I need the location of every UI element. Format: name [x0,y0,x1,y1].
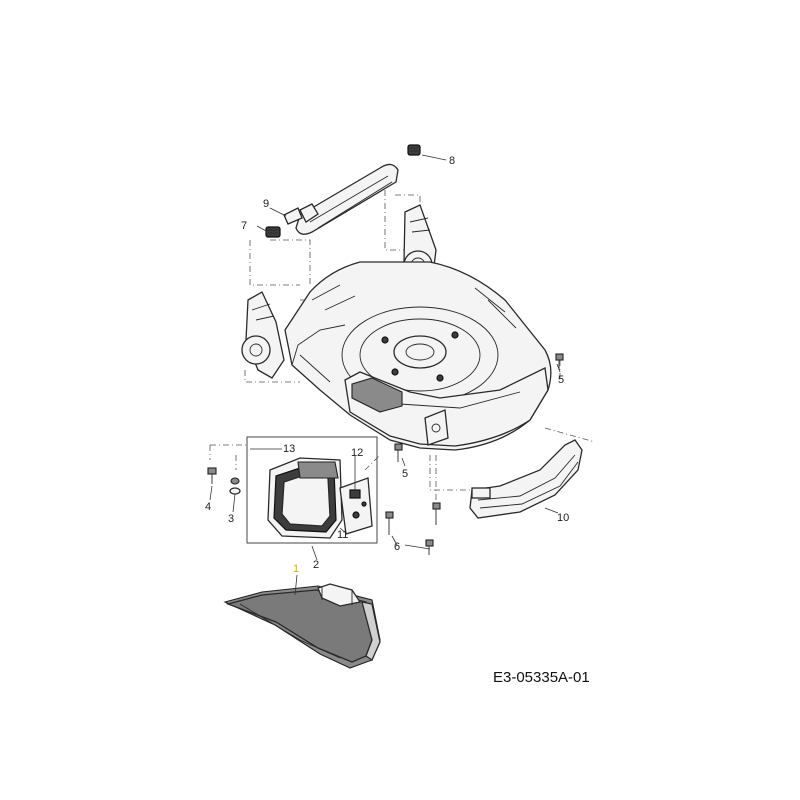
callout-6: 6 [394,541,400,553]
mulch-cover-13 [267,457,343,539]
callout-3: 3 [228,513,234,525]
callout-8: 8 [449,155,455,167]
height-adjuster-left [241,291,285,379]
callout-11: 11 [337,529,348,541]
screw-4 [207,467,217,484]
spring-7 [265,226,281,238]
bracket-11-12 [339,477,373,535]
callout-2: 2 [313,559,319,571]
side-discharge-chute-1 [223,583,381,669]
callout-9: 9 [263,198,269,210]
leader-lines [209,154,561,596]
assembly-box-2 [246,436,378,544]
callout-4: 4 [205,501,211,513]
screw-5-lower [394,443,403,462]
callout-7: 7 [241,220,247,232]
bolts-6 [385,502,441,555]
callout-13: 13 [283,443,295,455]
callout-12: 12 [351,447,363,459]
callout-5-upper: 5 [558,374,564,386]
bracket-9 [283,207,303,225]
mower-deck [284,261,552,451]
callout-1: 1 [293,563,299,575]
screw-5-upper [555,353,564,370]
washer-3 [229,477,241,495]
callout-10: 10 [557,512,569,524]
spring-8 [407,144,421,156]
drawing-code: E3-05335A-01 [493,669,590,686]
front-skirt-10 [469,439,583,519]
rear-axle-bar [295,163,399,235]
callout-5-lower: 5 [402,468,408,480]
